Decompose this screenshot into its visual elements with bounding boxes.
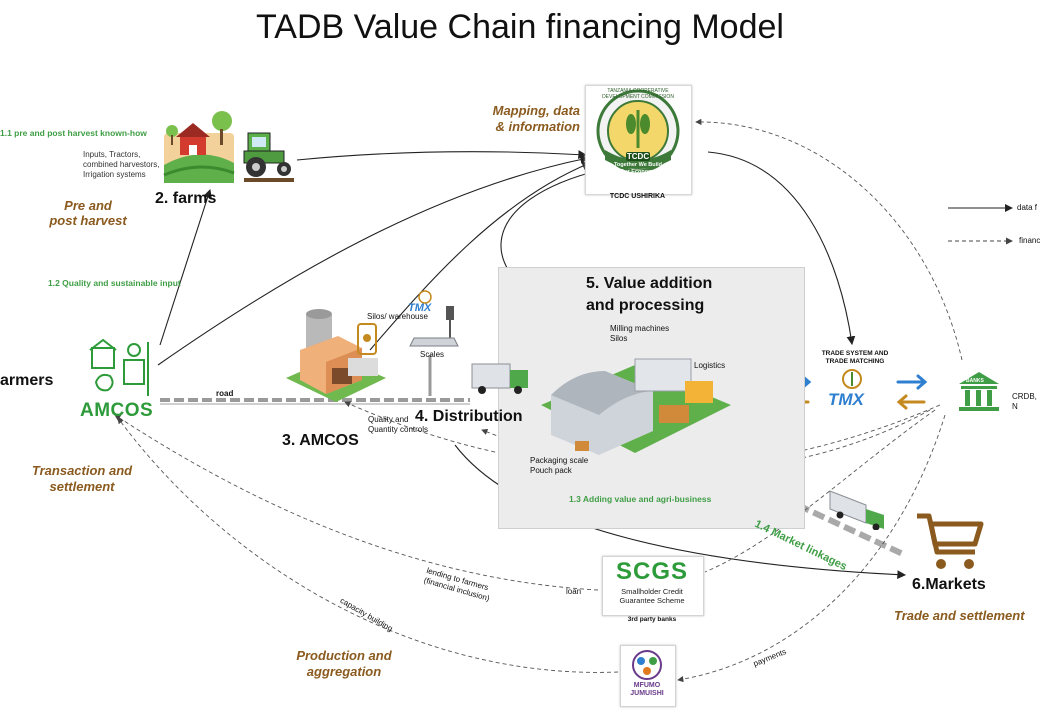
trade-system-line-2: TRADE MATCHING [825,358,885,365]
legend-finance-flow: financ [1019,236,1040,245]
silos-label: Silos/ warehouse [367,312,428,321]
label-trade-settlement: Trade and settlement [894,608,1025,623]
tmx-emblem [842,369,862,389]
processing-plant-icon [541,358,731,455]
banks-to-mfumo-dashed [677,414,946,683]
markets-heading: 6.Markets [912,576,986,593]
tcdc-caption: TCDC USHIRIKA [609,193,666,200]
label-pre-post-harvest: Pre and post harvest [38,198,138,228]
label-mapping: Mapping, data & information [484,103,580,135]
amcos-heading: 3. AMCOS [282,432,359,449]
scgs-caption: 3rd party banks [627,616,677,623]
amcos-node-to-tcdc-arrow [369,161,592,351]
farms-heading: 2. farms [155,190,217,207]
scales-icon [409,306,459,347]
production-line-2: aggregation [306,664,382,679]
tmx-logo: TMX [828,390,864,409]
farms-to-tcdc-arrow [296,150,588,161]
market-truck-icon [829,490,884,530]
scgs-sub-line-1: Smallholder Credit [621,587,683,596]
amcos-to-tcdc-arrow [157,155,590,366]
banks-to-scgs-dashed [704,409,936,573]
mfumo-line-1: MFUMO [633,682,661,689]
farms-inputs: Inputs, Tractors, combined harvestors, I… [83,150,163,180]
tcdc-logo [596,89,680,173]
farms-input-line-1: Inputs, Tractors, [83,150,141,159]
value-addition-line-2: and processing [586,297,705,314]
tcdc-to-trade-arrow [707,151,856,346]
logistics-label: Logistics [694,361,726,370]
farms-input-line-2: combined harvestors, [83,160,160,169]
tcdc-badge: TCDC [626,152,650,161]
page-title: TADB Value Chain financing Model [256,8,784,46]
pre-post-line-1: Pre and [64,198,112,213]
transaction-line-1: Transaction and [31,463,133,478]
transaction-line-2: settlement [49,479,115,494]
scgs-subtitle: Smallholder Credit Guarantee Scheme [602,587,702,605]
farm-icon [163,111,294,183]
milling-label: Milling machines Silos [610,324,669,344]
mobile-app-icon [357,323,377,355]
road-label: road [216,389,234,398]
banks-caption: CRDB, N [1012,392,1037,411]
tcdc-motto-line-2: Our Economy [619,168,657,175]
pre-post-line-2: post harvest [49,213,127,228]
tcdc-ring-text: TANZANIA COOPERATIVE DEVELOPMENT COMMISS… [602,88,674,100]
amcos-logo-text: AMCOS [80,400,154,421]
farmers-heading: armers [0,372,54,389]
packaging-line-1: Packaging scale [530,456,589,465]
scgs-sub-line-2: Guarantee Scheme [619,596,685,605]
packaging-label: Packaging scale Pouch pack [530,456,588,476]
tcdc-motto-line-1: Together We Build [613,162,663,168]
label-quality-input: 1.2 Quality and sustainable input [48,278,181,288]
scgs-logo: SCGS [615,558,688,585]
shopping-cart-icon [917,513,984,569]
banks-icon [959,372,999,411]
label-pre-post-knowhow: 1.1 pre and post harvest known-how [0,128,147,138]
production-line-1: Production and [296,648,392,663]
scgs-to-amcos-dashed [114,414,599,591]
value-addition-heading: 5. Value addition and processing [586,273,712,317]
amcos-farmer-icon [89,338,149,396]
loan-label: loan [566,587,582,596]
banks-to-tcdc-dashed [695,118,963,361]
value-addition-line-1: 5. Value addition [586,275,713,292]
distribution-to-markets-arrow [454,444,907,580]
quality-line-2: Quantity controls [368,425,429,434]
mfumo-text: MFUMO JUMUISHI [620,682,674,698]
tmx-small-logo: TMX [408,302,432,314]
mapping-line-2: & information [495,119,581,134]
farms-input-line-3: Irrigation systems [83,170,146,179]
banks-text: BANKS [966,378,984,384]
scales-label: Scales [420,350,445,359]
mfumo-logo-emblem [632,650,662,680]
distribution-heading: 4. Distribution [415,408,523,425]
label-adding-value: 1.3 Adding value and agri-business [569,494,712,504]
packaging-line-2: Pouch pack [530,466,572,475]
tmx-small-emblem [418,290,432,304]
distribution-truck-icon [471,363,528,394]
mapping-line-1: Mapping, data [492,103,580,118]
trade-system-label: TRADE SYSTEM AND TRADE MATCHING [818,350,892,366]
milling-line-1: Milling machines [610,324,670,333]
scgs-frame [602,556,704,616]
legend-data-flow: data f [1017,203,1038,212]
quality-controls-label: Quality and Quantity controls [368,415,428,435]
label-transaction: Transaction and settlement [22,463,142,495]
mfumo-line-2: JUMUISHI [630,690,664,697]
mfumo-frame [620,645,676,707]
quality-line-1: Quality and [368,415,409,424]
milling-line-2: Silos [610,334,628,343]
amcos-to-farms-arrow [159,188,212,346]
warehouse-icon [286,309,386,402]
tcdc-motto: Together We Build Our Economy [612,162,664,175]
label-production: Production and aggregation [284,648,404,680]
trade-system-line-1: TRADE SYSTEM AND [821,350,889,357]
